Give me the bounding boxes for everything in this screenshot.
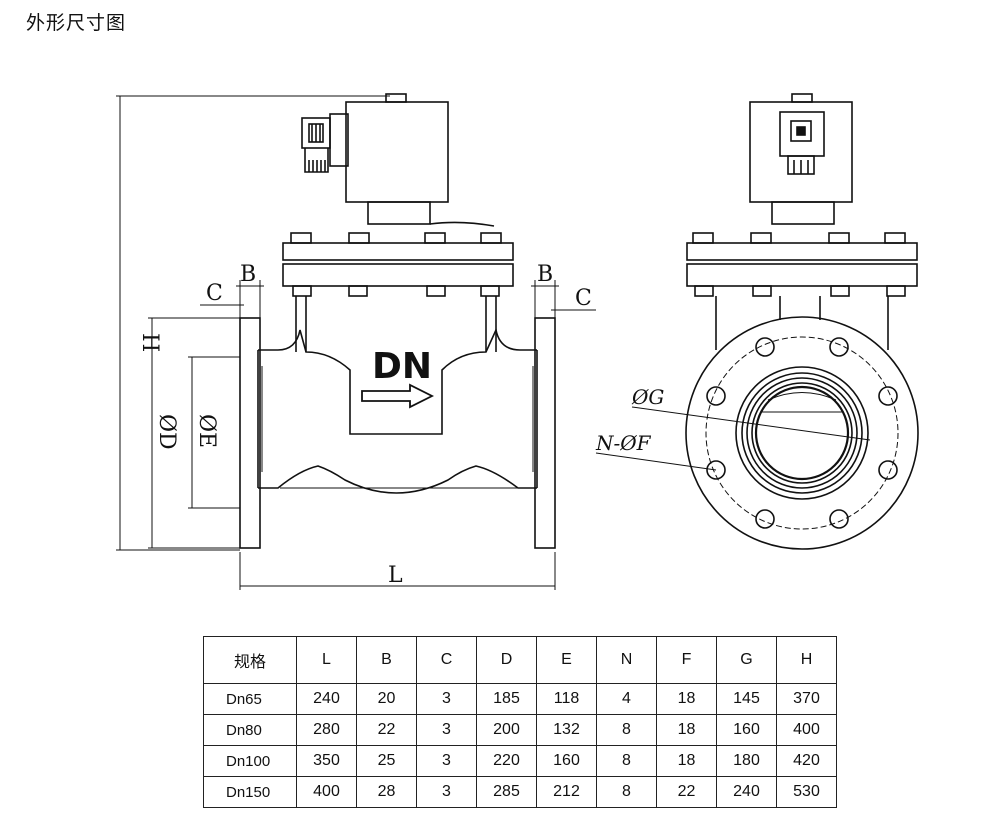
header-cell: E — [536, 636, 597, 684]
bottom-bolts — [292, 285, 500, 297]
coil-top-bolt — [385, 93, 407, 103]
cell: 3 — [416, 745, 477, 777]
side-view — [595, 93, 919, 550]
table-row: Dn150 400 28 3 285 212 8 22 240 530 — [203, 776, 837, 808]
header-cell: H — [776, 636, 837, 684]
dim-h: H — [137, 333, 162, 352]
header-cell: G — [716, 636, 777, 684]
cell: 132 — [536, 714, 597, 746]
dim-e: ØE — [194, 414, 219, 448]
cell: 400 — [776, 714, 837, 746]
front-view — [116, 93, 596, 590]
cell: 240 — [716, 776, 777, 808]
dim-b-left: B — [240, 262, 256, 287]
cell: 200 — [476, 714, 537, 746]
flange-face — [685, 316, 919, 550]
cell: 220 — [476, 745, 537, 777]
header-cell: C — [416, 636, 477, 684]
cell: 18 — [656, 683, 717, 715]
row-spec: Dn65 — [203, 683, 297, 715]
cell: 180 — [716, 745, 777, 777]
cell: 20 — [356, 683, 417, 715]
cell: 25 — [356, 745, 417, 777]
cell: 22 — [356, 714, 417, 746]
dim-b-right: B — [537, 262, 553, 287]
header-cell: F — [656, 636, 717, 684]
cell: 145 — [716, 683, 777, 715]
body-top — [258, 327, 537, 435]
lower-flange — [282, 263, 514, 287]
table-header-row: 规格 L B C D E N F G H — [203, 636, 837, 684]
side-bottom-bolts — [694, 285, 906, 297]
cell: 160 — [536, 745, 597, 777]
row-spec: Dn150 — [203, 776, 297, 808]
cell: 8 — [596, 745, 657, 777]
side-top-bolts — [692, 232, 906, 244]
dim-c-right: C — [575, 286, 592, 311]
cell: 212 — [536, 776, 597, 808]
cell: 280 — [296, 714, 357, 746]
dim-d: ØD — [154, 414, 179, 450]
cell: 8 — [596, 714, 657, 746]
cell: 530 — [776, 776, 837, 808]
cell: 4 — [596, 683, 657, 715]
row-spec: Dn100 — [203, 745, 297, 777]
cell: 3 — [416, 776, 477, 808]
page-title: 外形尺寸图 — [26, 12, 127, 34]
dim-g: ØG — [631, 385, 664, 409]
cell: 3 — [416, 714, 477, 746]
bonnet — [367, 201, 431, 225]
coil-top-bolt-side — [791, 93, 813, 103]
cell: 18 — [656, 714, 717, 746]
upper-flange — [282, 242, 514, 261]
cell: 420 — [776, 745, 837, 777]
cell: 350 — [296, 745, 357, 777]
header-cell: 规格 — [203, 636, 297, 684]
flow-arrow-icon — [361, 383, 435, 409]
top-bolts — [290, 232, 502, 244]
header-cell: B — [356, 636, 417, 684]
header-cell: N — [596, 636, 657, 684]
coil-body-side — [749, 101, 853, 203]
right-flange — [534, 317, 556, 549]
cell: 28 — [356, 776, 417, 808]
cell: 22 — [656, 776, 717, 808]
connector-plug-icon — [301, 113, 349, 173]
dim-l: L — [388, 563, 403, 588]
row-spec: Dn80 — [203, 714, 297, 746]
cell: 185 — [476, 683, 537, 715]
bolt-holes — [706, 337, 898, 529]
dim-c-left: C — [206, 281, 223, 306]
dim-nf: N-ØF — [595, 431, 652, 455]
cell: 370 — [776, 683, 837, 715]
cell: 3 — [416, 683, 477, 715]
left-flange — [239, 317, 261, 549]
header-cell: D — [476, 636, 537, 684]
table-row: Dn80 280 22 3 200 132 8 18 160 400 — [203, 714, 837, 746]
cell: 118 — [536, 683, 597, 715]
cell: 8 — [596, 776, 657, 808]
cell: 400 — [296, 776, 357, 808]
spec-table: 规格 L B C D E N F G H Dn65 240 20 3 185 1… — [203, 636, 837, 808]
body-bottom — [258, 465, 537, 494]
cell: 160 — [716, 714, 777, 746]
valve-drawing: DN B C B C L H ØD ØE ØG N-ØF — [116, 93, 919, 590]
header-cell: L — [296, 636, 357, 684]
table-row: Dn65 240 20 3 185 118 4 18 145 370 — [203, 683, 837, 715]
table-row: Dn100 350 25 3 220 160 8 18 180 420 — [203, 745, 837, 777]
cell: 240 — [296, 683, 357, 715]
dn-label: DN — [372, 346, 432, 387]
coil-body — [345, 101, 449, 203]
cell: 18 — [656, 745, 717, 777]
cell: 285 — [476, 776, 537, 808]
connector-front-icon — [779, 111, 825, 175]
